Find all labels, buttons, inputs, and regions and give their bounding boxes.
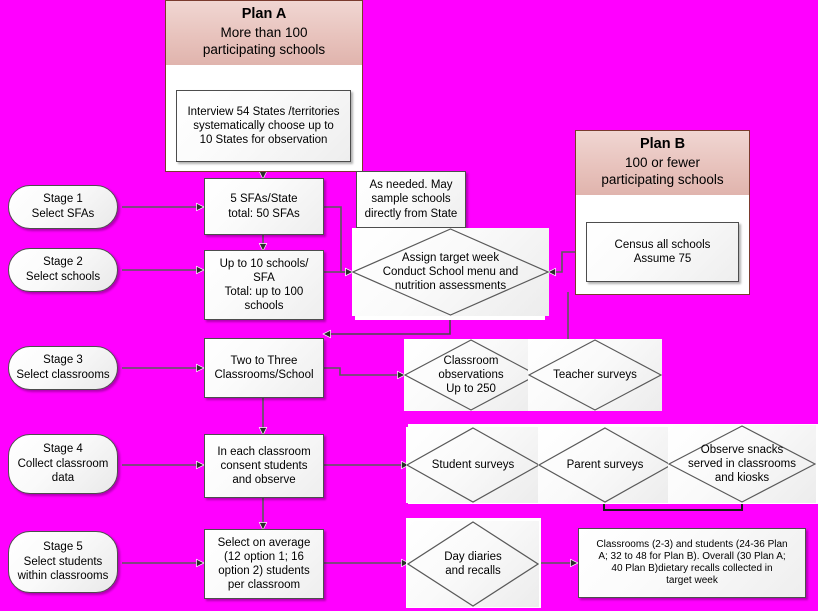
process-box-select-students[interactable]: Select on average (12 option 1; 16 optio… xyxy=(204,529,324,599)
diamond-outline xyxy=(407,521,539,607)
process-box-classrooms[interactable]: Two to Three Classrooms/School xyxy=(204,338,324,398)
process-box-schools[interactable]: Up to 10 schools/ SFA Total: up to 100 s… xyxy=(204,250,324,320)
diamond-fill xyxy=(407,521,539,607)
summary-box: Classrooms (2-3) and students (24-36 Pla… xyxy=(578,528,806,598)
diamond-outline xyxy=(538,427,672,503)
plan-a-subtitle: More than 100 participating schools xyxy=(202,24,326,57)
plan-b-header: Plan B 100 or fewer participating school… xyxy=(576,131,749,196)
plan-b-subtitle: 100 or fewer participating schools xyxy=(601,154,724,187)
diamond-outline xyxy=(528,339,662,411)
diamond-label: Day diaries and recalls xyxy=(444,550,502,577)
diamond-outline xyxy=(668,425,816,503)
plan-a-inner-box: Interview 54 States /territories systema… xyxy=(176,90,351,162)
process-box-consent[interactable]: In each classroom consent students and o… xyxy=(204,434,324,498)
diamond-fill xyxy=(352,228,549,316)
diamond-fill xyxy=(538,427,672,503)
diamond-classroom-observations[interactable]: Classroom observations Up to 250 xyxy=(404,339,538,411)
plan-a-header: Plan A More than 100 participating schoo… xyxy=(166,1,362,66)
diamond-label: Student surveys xyxy=(431,458,515,471)
diamond-label: Teacher surveys xyxy=(553,368,637,381)
stage-1-terminator[interactable]: Stage 1 Select SFAs xyxy=(8,185,118,229)
diamond-fill xyxy=(528,339,662,411)
stage-5-terminator[interactable]: Stage 5 Select students within classroom… xyxy=(8,531,118,593)
stage-3-terminator[interactable]: Stage 3 Select classrooms xyxy=(8,346,118,390)
diamond-parent-surveys[interactable]: Parent surveys xyxy=(538,427,672,503)
diamond-fill xyxy=(406,427,540,503)
plan-b-title: Plan B xyxy=(639,136,686,152)
diamond-label: Observe snacks served in classrooms and … xyxy=(687,443,796,485)
plan-a-title: Plan A xyxy=(241,6,287,22)
diamond-label: Parent surveys xyxy=(566,458,644,471)
diamond-label: Classroom observations Up to 250 xyxy=(438,354,504,396)
stage-2-terminator[interactable]: Stage 2 Select schools xyxy=(8,248,118,292)
process-box-sfas[interactable]: 5 SFAs/State total: 50 SFAs xyxy=(204,178,324,235)
diamond-assign-target-week[interactable]: Assign target week Conduct School menu a… xyxy=(352,228,549,316)
diamond-day-diaries[interactable]: Day diaries and recalls xyxy=(407,521,539,607)
diamond-label: Assign target week Conduct School menu a… xyxy=(382,251,519,293)
diamond-fill xyxy=(404,339,538,411)
note-box-as-needed: As needed. May sample schools directly f… xyxy=(356,171,466,228)
plan-b-inner-box: Census all schools Assume 75 xyxy=(586,222,739,282)
diamond-student-surveys[interactable]: Student surveys xyxy=(406,427,540,503)
stage-4-terminator[interactable]: Stage 4 Collect classroom data xyxy=(8,434,118,494)
diamond-fill xyxy=(668,425,816,503)
diamond-outline xyxy=(404,339,538,411)
diamond-outline xyxy=(352,228,549,316)
diamond-teacher-surveys[interactable]: Teacher surveys xyxy=(528,339,662,411)
diamond-observe-snacks[interactable]: Observe snacks served in classrooms and … xyxy=(668,425,816,503)
diamond-outline xyxy=(406,427,540,503)
